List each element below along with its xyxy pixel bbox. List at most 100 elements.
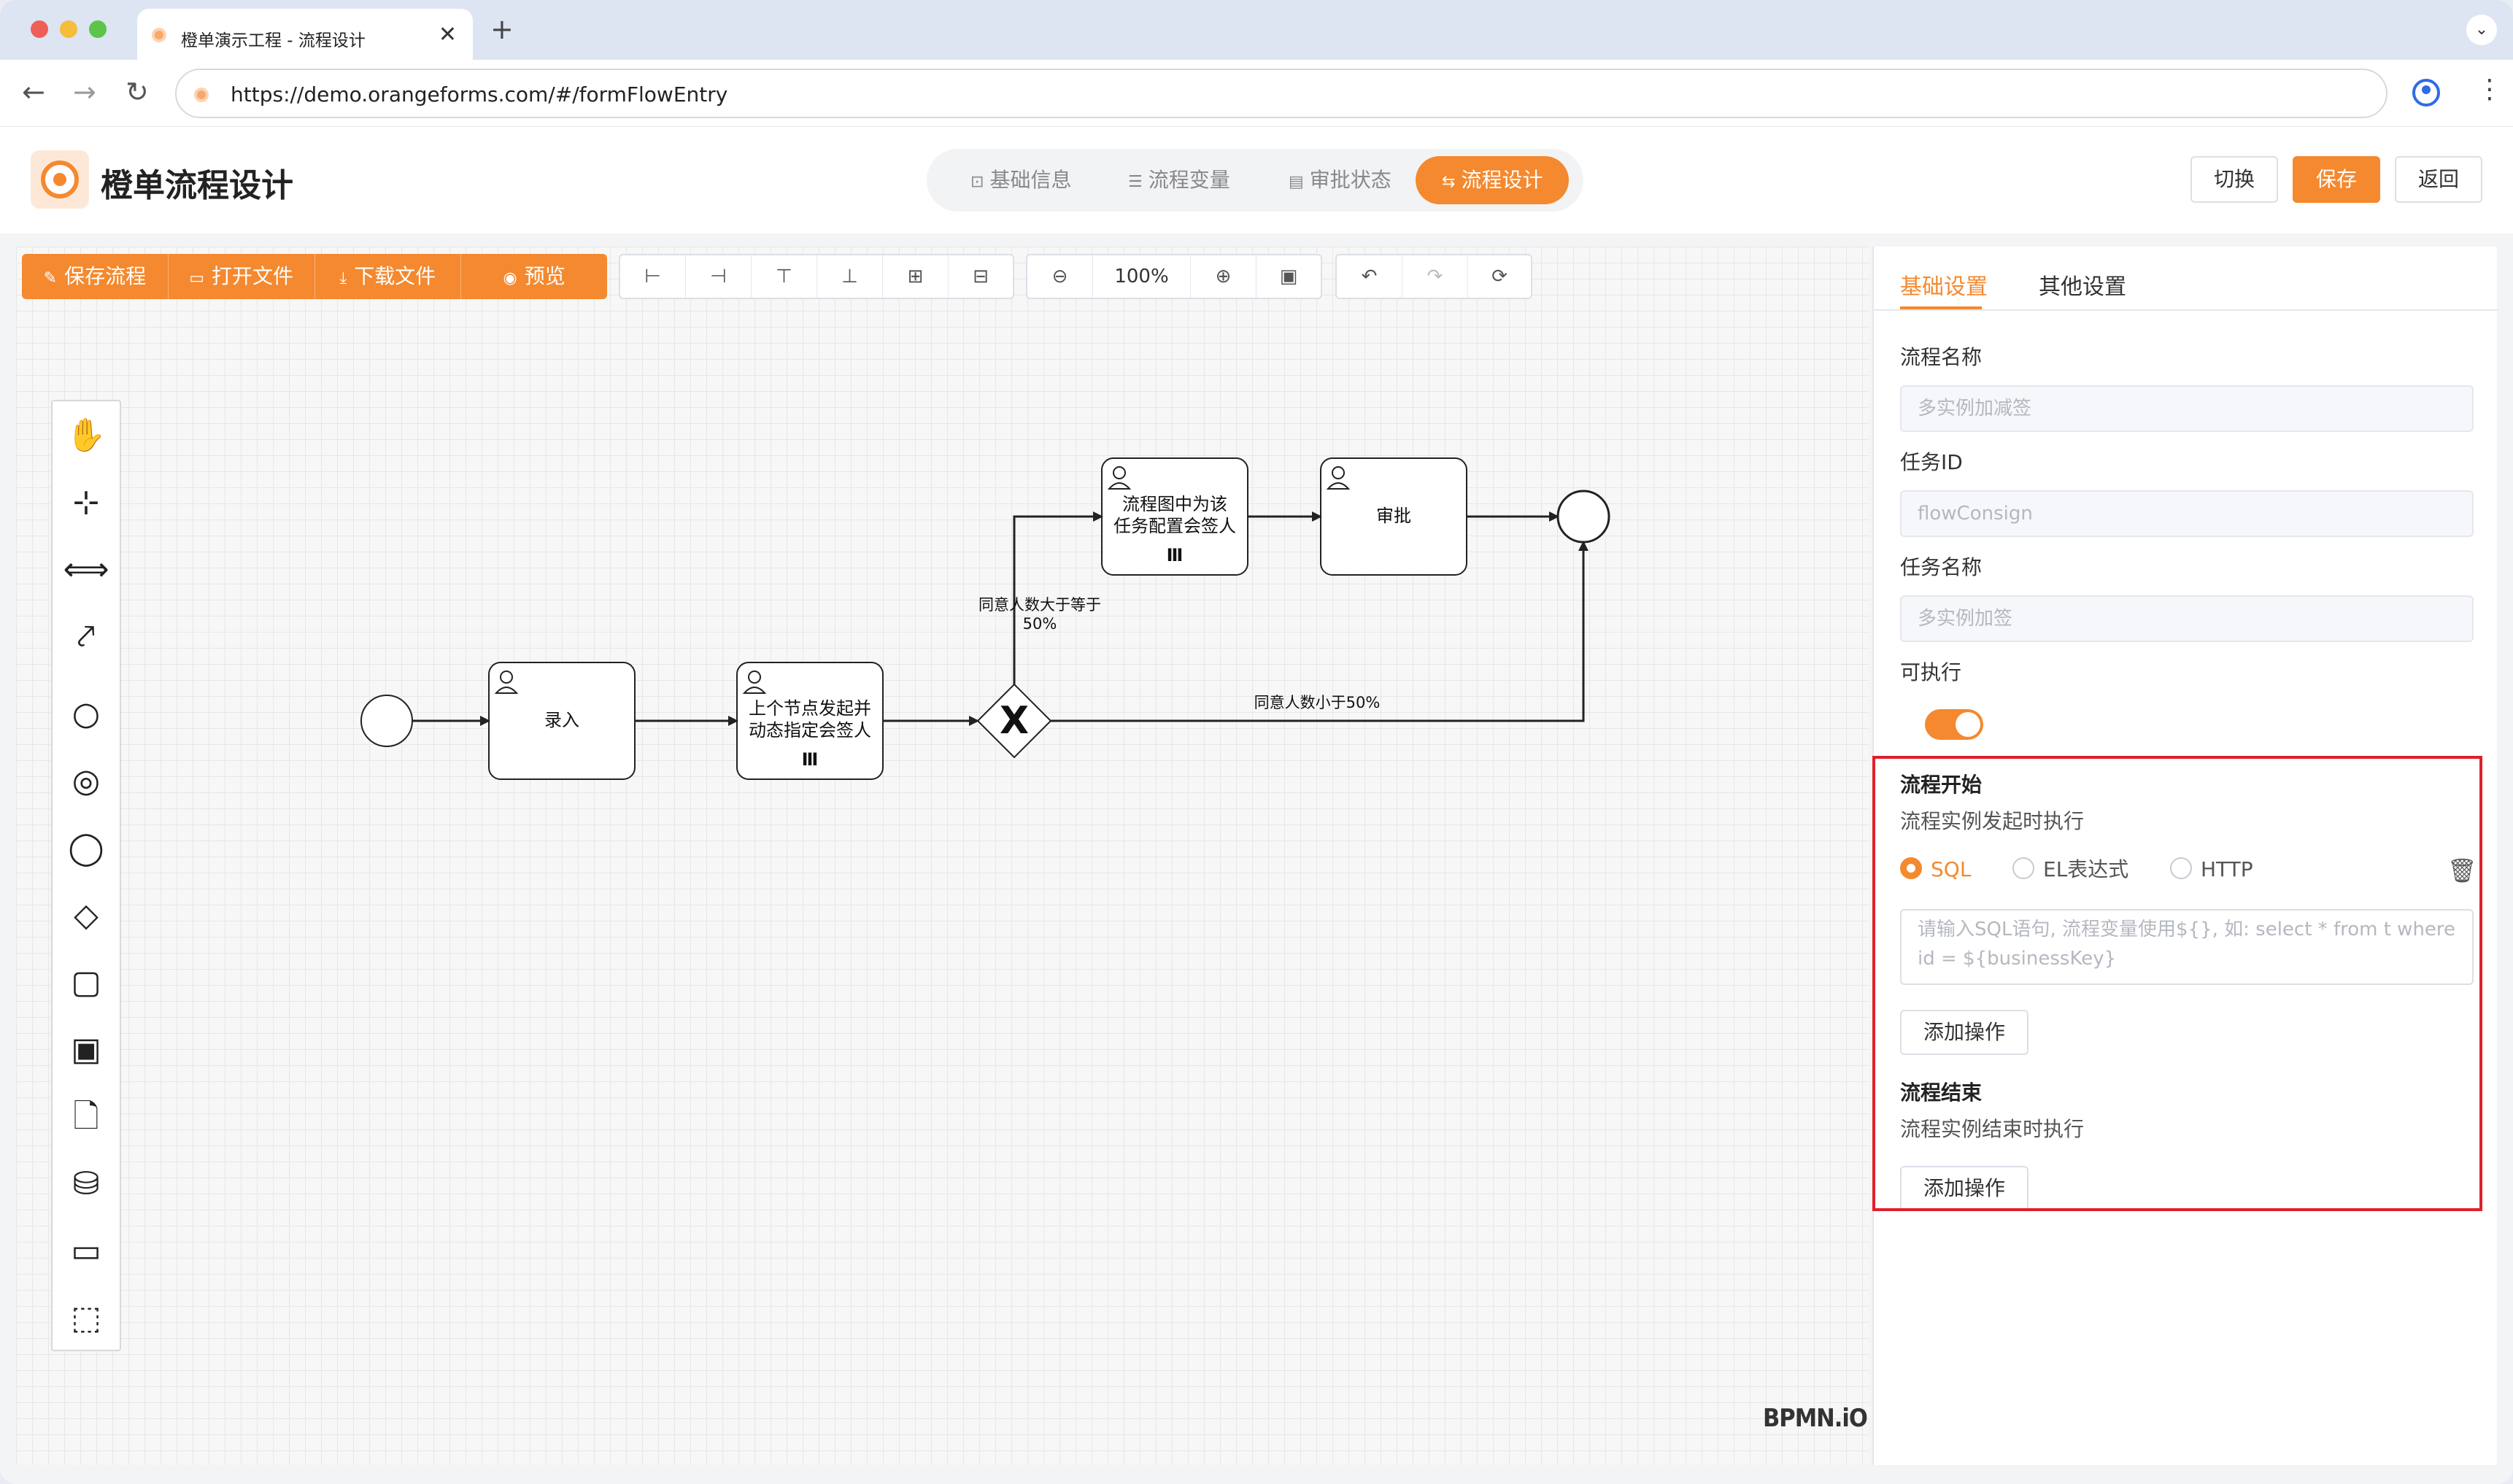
task-config-sign-label: 流程图中为该 任务配置会签人	[1113, 494, 1236, 536]
minimize-window-button[interactable]	[60, 20, 77, 38]
data-store-icon[interactable]: ⛁	[72, 1165, 100, 1202]
save-button[interactable]: 保存	[2293, 156, 2380, 203]
flow-icon: ⇆	[1442, 173, 1456, 191]
align-center-icon[interactable]: ⊟	[973, 266, 989, 287]
lasso-tool-icon[interactable]: ⊹	[72, 484, 100, 521]
align-right-icon[interactable]: ⊣	[686, 255, 752, 298]
site-icon	[194, 88, 209, 102]
align-left-icon[interactable]: ⊢	[620, 255, 686, 298]
gateway-x-marker-icon: X	[999, 699, 1030, 743]
browser-tab[interactable]: 橙单演示工程 - 流程设计 ✕	[137, 9, 473, 60]
reload-icon[interactable]: ↻	[126, 76, 149, 108]
tab-other-settings[interactable]: 其他设置	[2039, 274, 2126, 300]
properties-panel: 基础设置 其他设置 流程名称 多实例加减签 任务ID flowConsign 任…	[1872, 247, 2498, 1465]
file-toolbar: ✎保存流程 ▭打开文件 ⤓下载文件 ◉预览	[22, 254, 607, 299]
task-entry-label: 录入	[544, 710, 579, 730]
flow-end-desc: 流程实例结束时执行	[1900, 1117, 2085, 1141]
fit-view-icon[interactable]: ▣	[1279, 266, 1298, 287]
subprocess-icon[interactable]: ▣	[71, 1031, 101, 1068]
orange-logo-icon	[31, 150, 89, 209]
eye-icon: ◉	[503, 269, 517, 287]
global-connect-icon[interactable]: ⤤	[77, 618, 96, 655]
flow-gateway-end[interactable]	[1051, 541, 1589, 722]
active-tab-underline	[1900, 306, 1982, 309]
reset-icon[interactable]: ⟳	[1491, 266, 1508, 287]
data-object-icon[interactable]: 🗋	[73, 1098, 99, 1135]
task-name-label: 任务名称	[1900, 555, 1983, 579]
hand-tool-icon[interactable]: ✋	[66, 417, 107, 454]
flow-start-desc: 流程实例发起时执行	[1900, 809, 2085, 833]
start-event[interactable]	[360, 695, 413, 747]
preview-button[interactable]: ◉预览	[503, 264, 565, 288]
redo-icon[interactable]: ↷	[1402, 255, 1468, 298]
task-dynamic-sign-label: 上个节点发起并 动态指定会签人	[749, 698, 871, 741]
close-window-button[interactable]	[31, 20, 48, 38]
tab-search-icon[interactable]: ⌄	[2466, 15, 2497, 45]
end-event[interactable]	[1556, 490, 1610, 544]
flow-name-label: 流程名称	[1900, 345, 1983, 369]
back-icon[interactable]: ←	[22, 76, 45, 108]
align-middle-icon[interactable]: ⊞	[883, 255, 949, 298]
browser-menu-icon[interactable]: ⋮	[2477, 74, 2503, 104]
zoom-out-icon[interactable]: ⊖	[1027, 255, 1093, 298]
task-id-label: 任务ID	[1900, 450, 1963, 474]
align-toolbar: ⊢ ⊣ ⊤ ⊥ ⊞ ⊟	[619, 254, 1014, 299]
edge-label-ge50: 同意人数大于等于 50%	[978, 596, 1101, 633]
new-tab-icon[interactable]: +	[490, 13, 514, 45]
task-approve-label: 审批	[1376, 506, 1411, 526]
forward-icon[interactable]: →	[73, 76, 96, 108]
tab-basic-info[interactable]: ⊡基础信息	[970, 168, 1072, 192]
download-icon: ⤓	[339, 269, 347, 287]
tab-approval-status[interactable]: ▤审批状态	[1289, 168, 1391, 192]
address-bar[interactable]: https://demo.orangeforms.com/#/formFlowE…	[175, 69, 2387, 118]
sql-textarea[interactable]: 请输入SQL语句, 流程变量使用${}, 如: select * from t …	[1900, 909, 2474, 985]
highlight-box	[1872, 756, 2482, 1211]
radio-sql[interactable]: SQL	[1900, 857, 1971, 883]
edit-icon: ✎	[43, 269, 58, 287]
radio-http[interactable]: HTTP	[2170, 857, 2253, 883]
start-event-icon[interactable]: ○	[72, 695, 101, 733]
executable-toggle[interactable]	[1925, 709, 1983, 740]
address-url: https://demo.orangeforms.com/#/formFlowE…	[231, 82, 728, 107]
task-id-field[interactable]: flowConsign	[1900, 490, 2474, 537]
bpmn-canvas[interactable]	[16, 247, 1869, 1465]
tab-basic-settings[interactable]: 基础设置	[1900, 274, 1988, 300]
bpmn-io-watermark[interactable]: BPMN.iO	[1763, 1404, 1868, 1433]
delete-icon[interactable]: 🗑	[2447, 857, 2477, 884]
gateway-icon[interactable]: ◇	[74, 897, 99, 934]
add-start-action-button[interactable]: 添加操作	[1900, 1010, 2028, 1055]
zoom-toolbar: ⊖ 100% ⊕ ▣	[1026, 254, 1322, 299]
open-file-button[interactable]: ▭打开文件	[169, 254, 315, 299]
browser-tab-title: 橙单演示工程 - 流程设计	[181, 31, 366, 50]
space-tool-icon[interactable]: ⟺	[63, 551, 109, 588]
multi-instance-marker-icon: Ⅲ	[801, 749, 819, 770]
tab-flow-design[interactable]: ⇆流程设计	[1416, 156, 1570, 204]
save-flow-button[interactable]: ✎保存流程	[22, 254, 169, 299]
user-task-icon	[494, 466, 1351, 694]
maximize-window-button[interactable]	[89, 20, 107, 38]
group-icon[interactable]: ⬚	[71, 1299, 101, 1337]
close-tab-icon[interactable]: ✕	[438, 22, 457, 47]
radio-el-expression[interactable]: EL表达式	[2012, 857, 2128, 883]
switch-button[interactable]: 切换	[2190, 156, 2278, 203]
pool-icon[interactable]: ▭	[71, 1232, 101, 1269]
return-button[interactable]: 返回	[2395, 156, 2482, 203]
download-file-button[interactable]: ⤓下载文件	[315, 254, 462, 299]
exclusive-gateway[interactable]	[976, 683, 1052, 759]
undo-icon[interactable]: ↶	[1337, 255, 1402, 298]
flow-gateway-config[interactable]	[1013, 511, 1103, 684]
history-toolbar: ↶ ↷ ⟳	[1335, 254, 1532, 299]
flow-name-field[interactable]: 多实例加减签	[1900, 385, 2474, 432]
align-top-icon[interactable]: ⊤	[752, 255, 817, 298]
user-task-icon[interactable]: ▢	[71, 964, 101, 1001]
profile-icon[interactable]	[2412, 79, 2440, 107]
end-event-icon[interactable]: ◯	[68, 830, 104, 867]
align-bottom-icon[interactable]: ⊥	[817, 255, 883, 298]
flow-start-title: 流程开始	[1900, 773, 1983, 797]
intermediate-event-icon[interactable]: ◎	[72, 762, 101, 800]
tab-divider	[1874, 309, 2498, 311]
tab-flow-variables[interactable]: ☰流程变量	[1128, 168, 1230, 192]
folder-icon: ▭	[189, 269, 205, 287]
task-name-field[interactable]: 多实例加签	[1900, 595, 2474, 642]
zoom-in-icon[interactable]: ⊕	[1191, 255, 1256, 298]
